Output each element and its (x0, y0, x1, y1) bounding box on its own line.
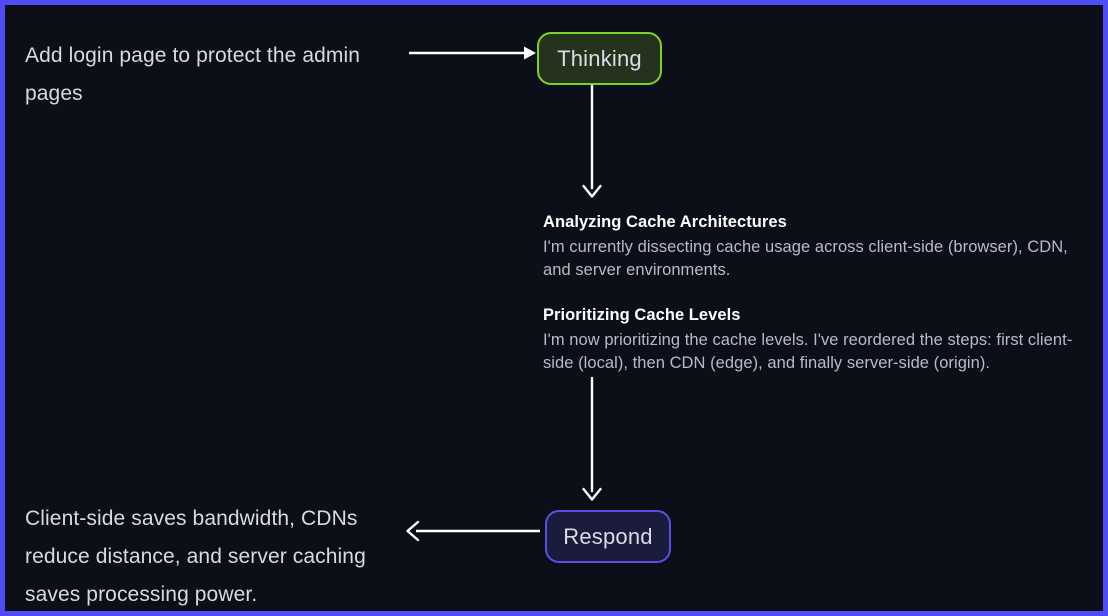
thought-stream: Analyzing Cache Architectures I'm curren… (543, 211, 1099, 375)
node-respond-label: Respond (563, 523, 653, 549)
arrow-thinking-to-thoughts (582, 83, 602, 198)
arrow-prompt-to-thinking (409, 46, 536, 60)
node-thinking[interactable]: Thinking (537, 32, 662, 85)
thought-title: Prioritizing Cache Levels (543, 306, 741, 324)
user-prompt-text: Add login page to protect the admin page… (25, 44, 366, 105)
thought-block: Analyzing Cache Architectures I'm curren… (543, 211, 1099, 282)
node-thinking-label: Thinking (557, 45, 642, 71)
arrow-respond-to-response (406, 520, 540, 542)
node-respond[interactable]: Respond (545, 510, 671, 563)
assistant-response-text: Client-side saves bandwidth, CDNs reduce… (25, 507, 372, 606)
arrow-thoughts-to-respond (582, 377, 602, 501)
thought-body: I'm currently dissecting cache usage acr… (543, 238, 1068, 279)
thought-body: I'm now prioritizing the cache levels. I… (543, 331, 1073, 372)
thought-title: Analyzing Cache Architectures (543, 213, 787, 231)
thought-block: Prioritizing Cache Levels I'm now priori… (543, 304, 1099, 375)
